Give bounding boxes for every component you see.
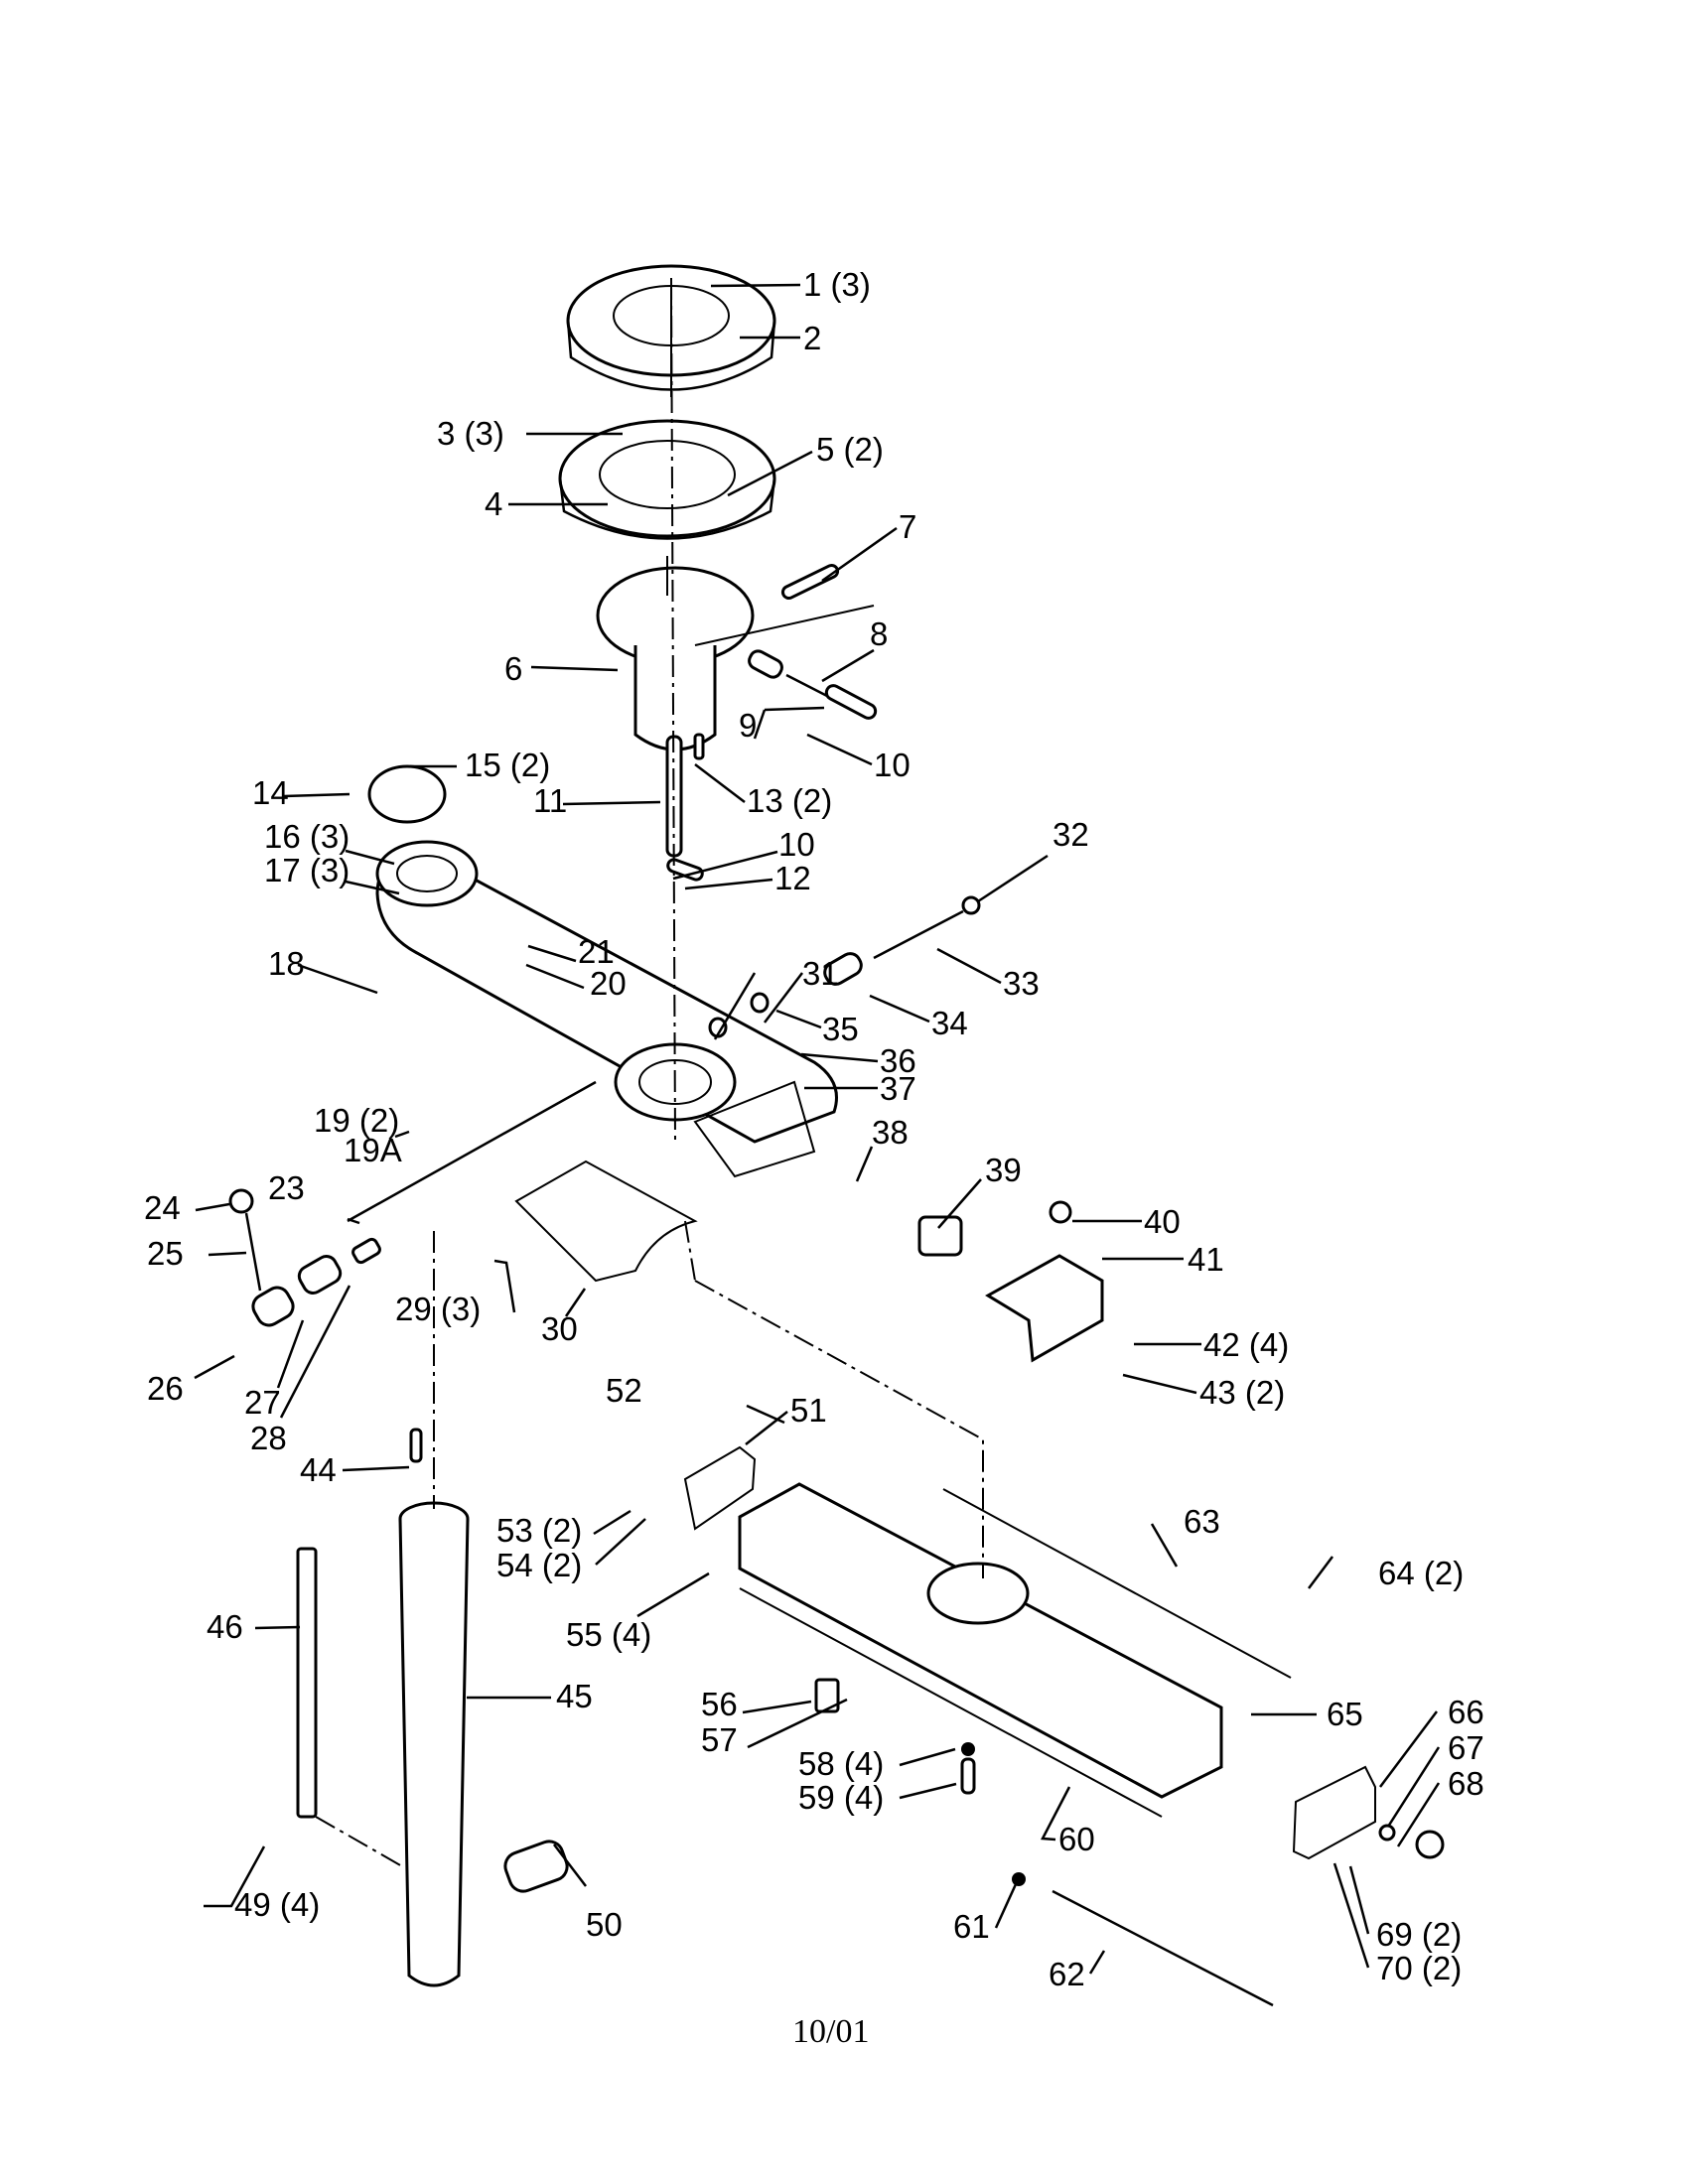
callout-50: 50 <box>586 1906 623 1943</box>
part-7-8-9-pins <box>694 563 878 720</box>
callout-3: 3 (3) <box>437 415 504 452</box>
part-63-65-base-rail <box>738 1482 1292 1818</box>
callout-30: 30 <box>541 1310 578 1347</box>
callout-26: 26 <box>147 1370 184 1407</box>
callout-40: 40 <box>1144 1203 1181 1240</box>
callout-10: 10 <box>874 747 911 783</box>
callout-53: 53 (2) <box>496 1512 582 1549</box>
callout-17: 17 (3) <box>264 852 350 888</box>
callout-28: 28 <box>250 1420 287 1456</box>
callout-63: 63 <box>1184 1503 1220 1540</box>
part-50-knob <box>503 1840 569 1893</box>
callout-52: 52 <box>606 1372 642 1409</box>
leader-lines <box>194 283 1441 1975</box>
callout-41: 41 <box>1188 1241 1224 1278</box>
callout-19: 19 (2) <box>314 1102 399 1139</box>
callout-4: 4 <box>485 485 502 522</box>
callout-2: 2 <box>803 320 821 356</box>
callout-8: 8 <box>870 615 888 652</box>
callout-42: 42 (4) <box>1203 1326 1289 1363</box>
part-32-35-shaft-assembly <box>708 895 981 1038</box>
callout-56: 56 <box>701 1686 738 1722</box>
callout-38: 38 <box>872 1114 909 1151</box>
callout-51: 51 <box>790 1392 827 1429</box>
callout-9: 9 <box>739 707 757 744</box>
part-66-plate <box>1292 1765 1445 1860</box>
part-4-ring <box>558 419 776 540</box>
callout-14: 14 <box>252 774 289 811</box>
callout-65: 65 <box>1327 1696 1363 1732</box>
callout-29: 29 (3) <box>395 1291 481 1327</box>
part-23-28-handle-rod <box>228 1080 597 1327</box>
callout-60: 60 <box>1058 1821 1095 1857</box>
callout-61: 61 <box>953 1908 990 1945</box>
part-56-block <box>814 1678 840 1713</box>
callout-69: 69 (2) <box>1376 1916 1462 1953</box>
part-46-rack <box>296 1547 318 1819</box>
callout-24: 24 <box>144 1189 181 1226</box>
callout-23: 23 <box>268 1169 305 1206</box>
callout-16: 16 (3) <box>264 818 350 855</box>
callout-25: 25 <box>147 1235 184 1272</box>
part-51-bracket <box>683 1445 757 1531</box>
callout-20: 20 <box>590 965 627 1002</box>
callout-34: 34 <box>931 1005 968 1041</box>
callout-58: 58 (4) <box>798 1745 884 1782</box>
callout-39: 39 <box>985 1152 1022 1188</box>
callout-46: 46 <box>207 1608 243 1645</box>
callout-31: 31 <box>802 955 839 992</box>
part-62-rod <box>1012 1872 1274 2007</box>
page-footer-date: 10/01 <box>792 2013 869 2050</box>
callout-36: 36 <box>880 1042 916 1079</box>
part-11-shaft <box>665 733 705 858</box>
callout-55: 55 (4) <box>566 1616 651 1653</box>
callout-6: 6 <box>504 650 522 687</box>
callout-18: 18 <box>268 945 305 982</box>
part-18-arm <box>375 840 838 1178</box>
part-30-plate <box>514 1160 698 1283</box>
callout-35: 35 <box>822 1011 859 1047</box>
callout-13: 13 (2) <box>747 782 832 819</box>
callout-33: 33 <box>1003 965 1040 1002</box>
part-45-column <box>398 1428 470 1987</box>
callout-45: 45 <box>556 1678 593 1714</box>
part-12-pin <box>666 858 704 882</box>
callout-labels: 1 (3) 2 3 (3) 4 5 (2) 6 7 8 9 10 11 13 (… <box>144 266 1484 1992</box>
callout-67: 67 <box>1448 1729 1484 1766</box>
callout-1: 1 (3) <box>803 266 871 303</box>
alignment-lines <box>315 277 984 1867</box>
callout-37: 37 <box>880 1070 916 1107</box>
part-59-bolt <box>960 1742 976 1795</box>
part-14-cover <box>367 764 447 824</box>
callout-27: 27 <box>244 1384 281 1421</box>
callout-5: 5 (2) <box>816 431 884 468</box>
callout-10b: 10 <box>778 826 815 863</box>
callout-11: 11 <box>533 782 567 819</box>
callout-19A: 19A <box>344 1132 402 1168</box>
callout-12: 12 <box>774 860 811 896</box>
callout-43: 43 (2) <box>1199 1374 1285 1411</box>
part-39-41-switch-box <box>917 1200 1104 1363</box>
callout-32: 32 <box>1052 816 1089 853</box>
callout-68: 68 <box>1448 1765 1484 1802</box>
callout-7: 7 <box>899 508 916 545</box>
callout-59: 59 (4) <box>798 1779 884 1816</box>
callout-66: 66 <box>1448 1694 1484 1730</box>
callout-49: 49 (4) <box>234 1886 320 1923</box>
callout-64: 64 (2) <box>1378 1555 1464 1591</box>
part-6-housing <box>596 556 755 751</box>
callout-44: 44 <box>300 1451 337 1488</box>
callout-57: 57 <box>701 1721 738 1758</box>
callout-70: 70 (2) <box>1376 1950 1462 1986</box>
callout-54: 54 (2) <box>496 1547 582 1583</box>
callout-62: 62 <box>1049 1956 1085 1992</box>
callout-15: 15 (2) <box>465 747 550 783</box>
callout-21: 21 <box>578 933 615 970</box>
